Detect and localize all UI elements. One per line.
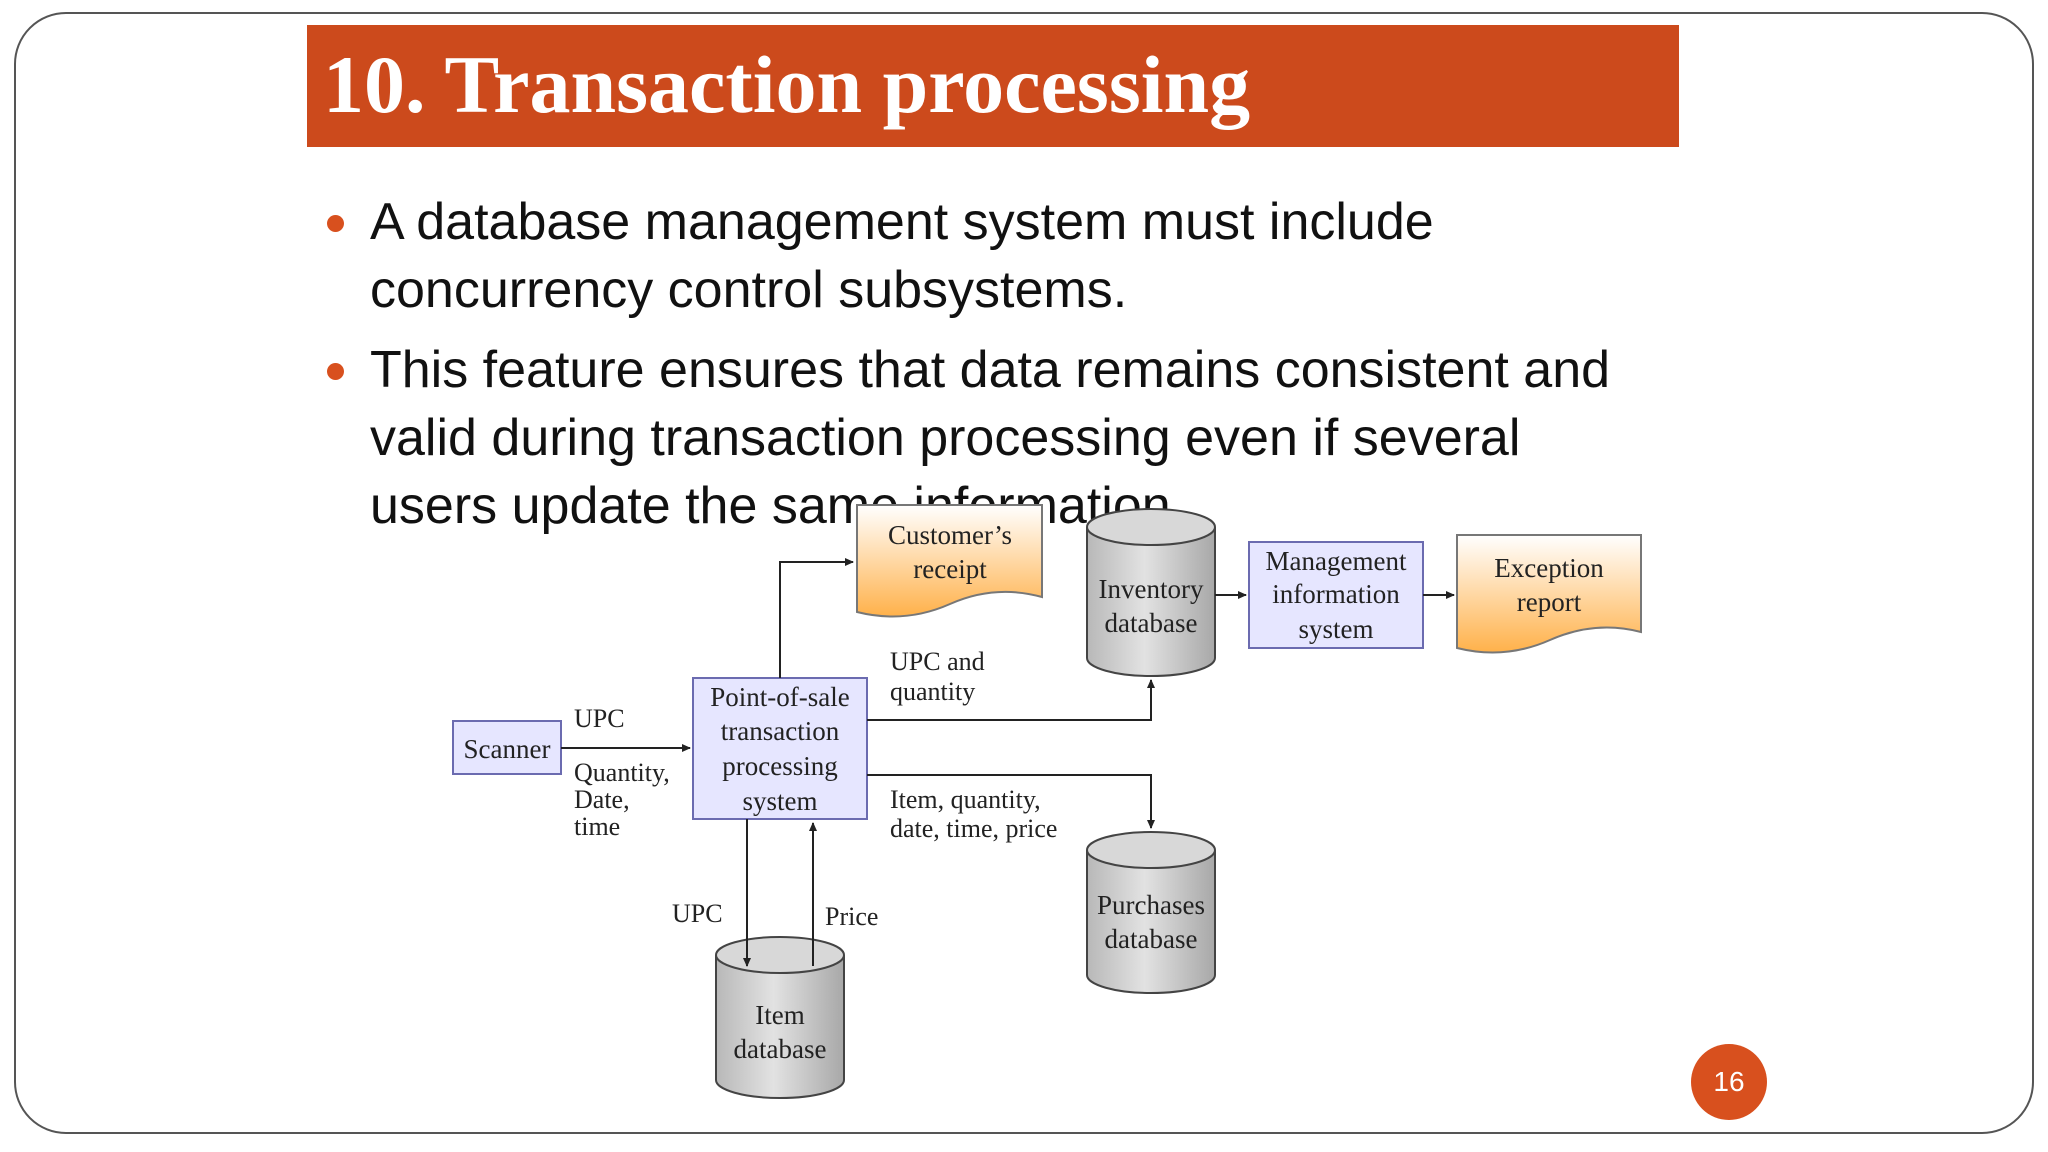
edge-label-scanner-extra: time: [574, 812, 620, 841]
inventory-db-label: database: [1105, 608, 1198, 638]
mis-label: Management: [1266, 546, 1407, 576]
purchases-db-label: Purchases: [1097, 890, 1205, 920]
edge-pos-to-purchases: [867, 774, 1155, 829]
item-db-label: database: [734, 1034, 827, 1064]
mis-label: information: [1272, 579, 1400, 609]
receipt-label: Customer’s: [888, 520, 1012, 550]
pos-label: transaction: [721, 716, 840, 746]
slide-title: 10. Transaction processing: [323, 39, 1251, 130]
bullet-dot-icon: [327, 215, 344, 232]
bullet-line: valid during transaction processing even…: [370, 409, 1521, 467]
edge-pos-to-receipt: [779, 558, 854, 678]
page-number-badge: 16: [1691, 1044, 1767, 1120]
edge-label-pos-purchases: Item, quantity,: [890, 785, 1041, 814]
mis-process-box: Management information system: [1248, 541, 1424, 649]
exception-label: Exception: [1494, 553, 1604, 583]
mis-label: system: [1298, 614, 1373, 644]
pos-label: system: [742, 786, 817, 816]
bullet-line: concurrency control subsystems.: [370, 261, 1128, 319]
bullet-item: This feature ensures that data remains c…: [322, 336, 1722, 540]
exception-label: report: [1517, 587, 1582, 617]
item-db-label: Item: [755, 1000, 804, 1030]
edge-label-item-pos: Price: [825, 902, 878, 931]
inventory-database-cylinder: Inventory database: [1086, 508, 1216, 677]
bullet-list: A database management system must includ…: [322, 188, 1722, 552]
item-database-cylinder: Item database: [715, 936, 845, 1099]
edge-label-pos-inventory: UPC and: [890, 647, 985, 676]
customer-receipt-document: Customer’s receipt: [856, 504, 1043, 618]
edge-label-scanner-extra: Quantity,: [574, 758, 670, 787]
inventory-db-label: Inventory: [1099, 574, 1204, 604]
purchases-db-label: database: [1105, 924, 1198, 954]
bullet-item: A database management system must includ…: [322, 188, 1722, 324]
exception-report-document: Exception report: [1456, 534, 1642, 654]
edge-label-pos-purchases: date, time, price: [890, 814, 1057, 843]
edge-label-pos-inventory: quantity: [890, 677, 975, 706]
purchases-database-cylinder: Purchases database: [1086, 831, 1216, 994]
edge-label-pos-item: UPC: [672, 899, 723, 928]
bullet-line: users update the same information.: [370, 477, 1186, 535]
bullet-line: A database management system must includ…: [370, 193, 1434, 251]
title-bar: 10. Transaction processing: [307, 25, 1679, 147]
edge-pos-to-inventory: [867, 679, 1155, 721]
edge-label-scanner-upc: UPC: [574, 704, 625, 733]
pos-process-box: Point-of-sale transaction processing sys…: [692, 677, 868, 820]
bullet-line: This feature ensures that data remains c…: [370, 341, 1611, 399]
pos-label: processing: [722, 751, 837, 781]
scanner-label: Scanner: [464, 734, 551, 764]
pos-label: Point-of-sale: [710, 682, 849, 712]
scanner-box: Scanner: [452, 720, 562, 775]
receipt-label: receipt: [913, 554, 987, 584]
edge-label-scanner-extra: Date,: [574, 785, 630, 814]
bullet-dot-icon: [327, 363, 344, 380]
